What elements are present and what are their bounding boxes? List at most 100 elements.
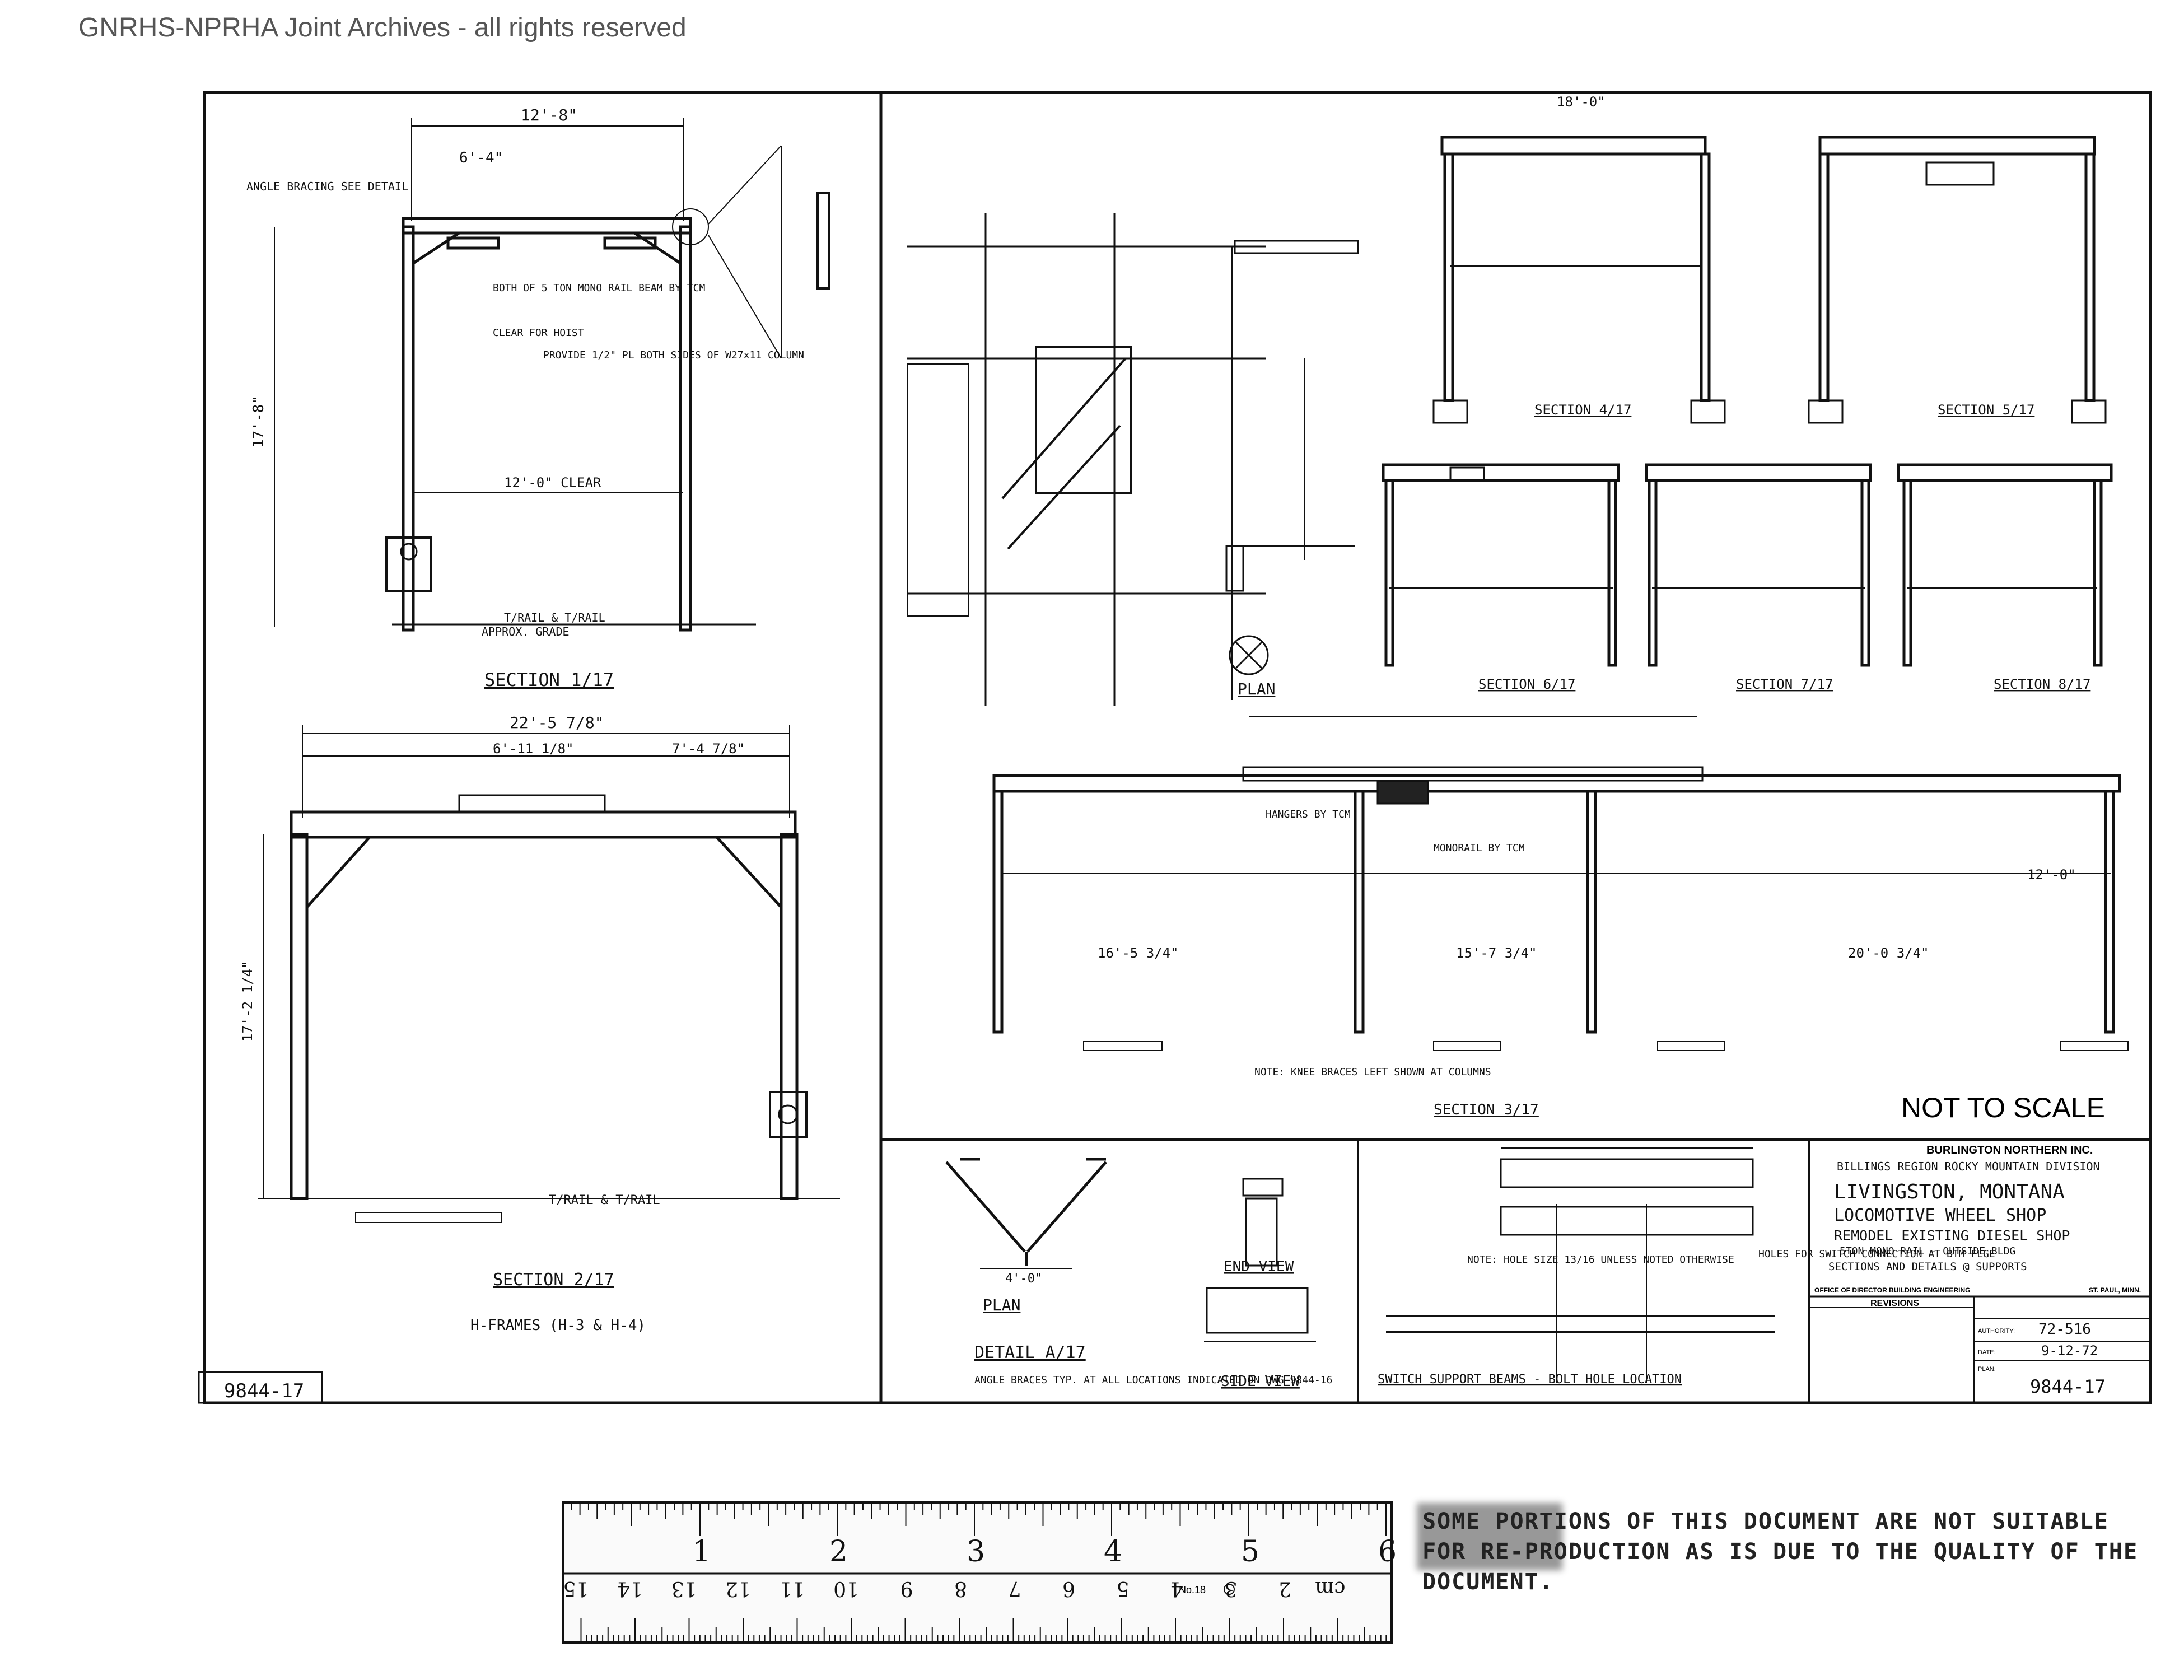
inch-label: 4 — [1104, 1535, 1122, 1569]
label-section-7: SECTION 7/17 — [1736, 676, 1833, 692]
label-section-2: SECTION 2/17 — [493, 1270, 614, 1290]
tb-authority: 72-516 — [2038, 1321, 2091, 1338]
tb-building: LOCOMOTIVE WHEEL SHOP — [1834, 1206, 2046, 1225]
tb-plan: 9844-17 — [2030, 1376, 2106, 1397]
note-approx-grade: APPROX. GRADE — [482, 625, 570, 638]
label-end-view: END VIEW — [1224, 1258, 1294, 1275]
section-5-frame — [1808, 136, 2107, 424]
label-section-6: SECTION 6/17 — [1478, 676, 1575, 692]
cm-label: 11 — [780, 1577, 805, 1600]
inch-label: 1 — [692, 1535, 711, 1569]
dim-16-5: 16'-5 3/4" — [1098, 945, 1179, 961]
dim-17-2: 17'-2 1/4" — [240, 961, 255, 1042]
section-2-frame — [258, 725, 840, 1223]
quality-notice: SOME PORTIONS OF THIS DOCUMENT ARE NOT S… — [1417, 1503, 2167, 1597]
label-plan: PLAN — [1238, 680, 1275, 698]
dim-12-0-clear: 12'-0" CLEAR — [504, 475, 601, 491]
cm-label: 7 — [1009, 1577, 1021, 1600]
label-plan-small: PLAN — [983, 1296, 1020, 1314]
switch-support-drawing — [1386, 1147, 1775, 1383]
tb-date-label: DATE: — [1978, 1349, 1996, 1356]
tb-region: BILLINGS REGION ROCKY MOUNTAIN DIVISION — [1837, 1160, 2100, 1173]
detail-a-drawing — [945, 1158, 1316, 1342]
inch-label: 3 — [967, 1535, 985, 1569]
label-detail-a: DETAIL A/17 — [974, 1343, 1086, 1362]
section-8-frame — [1897, 463, 2113, 667]
label-h-frames: H-FRAMES (H-3 & H-4) — [470, 1317, 646, 1334]
notice-smudge — [1417, 1503, 1562, 1570]
label-section-5: SECTION 5/17 — [1938, 402, 2034, 418]
dim-17-8: 17'-8" — [250, 395, 267, 448]
cm-label: 13 — [671, 1577, 697, 1600]
label-section-1: SECTION 1/17 — [484, 669, 614, 690]
dim-12-0: 12'-0" — [2027, 867, 2076, 883]
cm-label: 10 — [833, 1577, 859, 1600]
dim-12-8: 12'-8" — [521, 106, 577, 124]
cm-label: cm — [1315, 1577, 1345, 1600]
tb-sheet-title: SECTIONS AND DETAILS @ SUPPORTS — [1828, 1261, 2027, 1273]
note-angle-bracing: ANGLE BRACING SEE DETAIL — [246, 180, 408, 193]
section-7-frame — [1645, 463, 1872, 667]
tb-authority-label: AUTHORITY: — [1978, 1328, 2015, 1334]
cm-label: 4 — [1170, 1577, 1183, 1600]
archive-watermark: GNRHS-NPRHA Joint Archives - all rights … — [78, 13, 687, 43]
dim-7-4: 7'-4 7/8" — [672, 741, 745, 757]
note-hangers: HANGERS BY TCM — [1266, 809, 1351, 820]
note-knee-braces: NOTE: KNEE BRACES LEFT SHOWN AT COLUMNS — [1254, 1066, 1491, 1078]
dim-18-0: 18'-0" — [1557, 94, 1606, 110]
note-hole-size: NOTE: HOLE SIZE 13/16 UNLESS NOTED OTHER… — [1467, 1254, 1734, 1266]
dim-15-7: 15'-7 3/4" — [1456, 945, 1537, 961]
inch-label: 5 — [1241, 1535, 1259, 1569]
tb-project: REMODEL EXISTING DIESEL SHOP — [1834, 1228, 2070, 1244]
tb-date: 9-12-72 — [2041, 1343, 2098, 1359]
tb-subtitle: 5TON MONO-RAIL - OUTSIDE BLDG — [1840, 1245, 2015, 1257]
plan-view — [907, 213, 1359, 706]
ruler-body — [562, 1501, 1393, 1644]
cm-label: 5 — [1117, 1577, 1130, 1600]
cm-label: 3 — [1225, 1577, 1238, 1600]
label-switch-support: SWITCH SUPPORT BEAMS - BOLT HOLE LOCATIO… — [1378, 1373, 1682, 1387]
label-side-view: SIDE VIEW — [1221, 1373, 1300, 1390]
quality-notice-text: SOME PORTIONS OF THIS DOCUMENT ARE NOT S… — [1422, 1509, 2139, 1595]
section-3-frame — [992, 716, 2129, 1051]
section-1-frame — [274, 118, 830, 632]
not-to-scale: NOT TO SCALE — [1901, 1092, 2105, 1123]
dim-4-0: 4'-0" — [1005, 1272, 1042, 1286]
cm-label: 15 — [563, 1577, 589, 1600]
sheet-border — [203, 91, 2152, 1404]
dim-6-4: 6'-4" — [459, 150, 503, 166]
cm-label: 2 — [1278, 1577, 1291, 1600]
label-section-4: SECTION 4/17 — [1534, 402, 1631, 418]
tb-office: OFFICE OF DIRECTOR BUILDING ENGINEERING — [1814, 1286, 1970, 1294]
note-angle-braces: ANGLE BRACES TYP. AT ALL LOCATIONS INDIC… — [974, 1374, 1332, 1386]
inch-label: 2 — [829, 1535, 848, 1569]
plan-number-corner: 9844-17 — [224, 1380, 304, 1402]
tb-revisions: REVISIONS — [1870, 1299, 1919, 1308]
note-holes-switch: HOLES FOR SWITCH CONNECTION AT BTM FLGE — [1758, 1248, 1995, 1260]
section-6-frame — [1382, 463, 1620, 667]
title-block-frame — [1808, 1138, 2152, 1404]
note-provide-plates: PROVIDE 1/2" PL BOTH SIDES OF W27x11 COL… — [543, 349, 804, 361]
tb-location: LIVINGSTON, MONTANA — [1834, 1180, 2065, 1203]
note-monorail: MONORAIL BY TCM — [1434, 842, 1525, 854]
cm-label: 12 — [725, 1577, 751, 1600]
section-4-frame — [1432, 136, 1726, 424]
label-section-3: SECTION 3/17 — [1434, 1102, 1539, 1118]
cm-label: 14 — [617, 1577, 643, 1600]
cm-label: 9 — [900, 1577, 913, 1600]
plan-number-box — [198, 1371, 323, 1404]
cm-label: 8 — [954, 1577, 967, 1600]
ruler-maker: No.18 — [1179, 1584, 1206, 1595]
ruler-maker-logo — [1224, 1584, 1235, 1595]
ruler-ticks — [562, 1502, 1392, 1642]
note-top-rail-2: T/RAIL & T/RAIL — [549, 1193, 660, 1207]
tb-company: BURLINGTON NORTHERN INC. — [1926, 1144, 2093, 1156]
tb-plan-label: PLAN: — [1978, 1366, 1996, 1373]
cm-label: 6 — [1062, 1577, 1075, 1600]
note-clear-hoist: CLEAR FOR HOIST — [493, 327, 584, 339]
dim-20-0: 20'-0 3/4" — [1848, 945, 1929, 961]
tb-city: ST. PAUL, MINN. — [2089, 1286, 2141, 1294]
